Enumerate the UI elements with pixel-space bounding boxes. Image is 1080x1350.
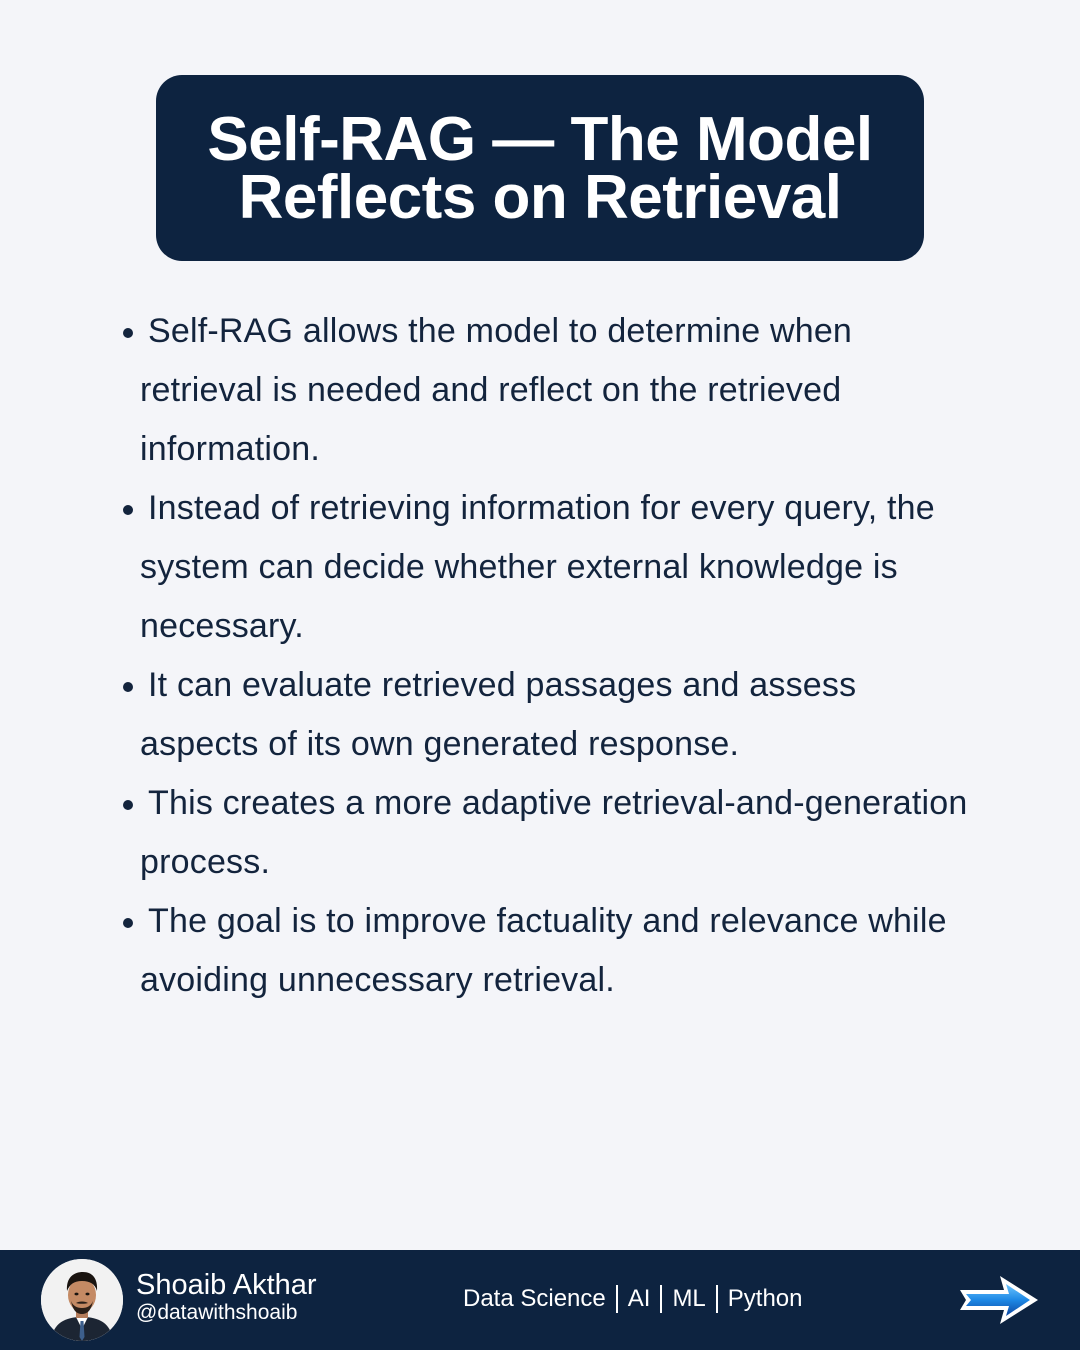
author-handle: @datawithshoaib [136, 1301, 298, 1324]
list-item: The goal is to improve factuality and re… [0, 892, 1080, 1010]
tag-ml: ML [672, 1285, 706, 1312]
list-item: Instead of retrieving information for ev… [0, 479, 1080, 656]
tag-separator [715, 1285, 718, 1313]
tag-separator [660, 1285, 663, 1313]
avatar [41, 1259, 123, 1341]
tag-separator [615, 1285, 618, 1313]
list-item: It can evaluate retrieved passages and a… [0, 656, 1080, 774]
bullet-dot-icon [123, 918, 133, 928]
bullet-text: Self-RAG allows the model to determine w… [140, 312, 853, 468]
next-slide-button[interactable] [956, 1272, 1040, 1328]
list-item: Self-RAG allows the model to determine w… [0, 302, 1080, 479]
tag-ai: AI [627, 1285, 651, 1312]
bullet-dot-icon [123, 505, 133, 515]
title-line-2: Reflects on Retrieval [238, 163, 842, 232]
tag-python: Python [727, 1285, 803, 1312]
bullet-dot-icon [123, 328, 133, 338]
title-line-1: Self-RAG — The Model [207, 105, 873, 174]
author-name: Shoaib Akthar [136, 1269, 317, 1301]
tag-data-science: Data Science [463, 1285, 606, 1312]
topic-tags: Data Science AI ML Python [463, 1282, 803, 1316]
bullet-list: Self-RAG allows the model to determine w… [0, 302, 1080, 1010]
bullet-dot-icon [123, 682, 133, 692]
bullet-text: The goal is to improve factuality and re… [140, 902, 947, 999]
bullet-text: It can evaluate retrieved passages and a… [140, 666, 857, 763]
list-item: This creates a more adaptive retrieval-a… [0, 774, 1080, 892]
bullet-text: Instead of retrieving information for ev… [140, 489, 935, 645]
bullet-dot-icon [123, 800, 133, 810]
person-avatar-icon [41, 1259, 123, 1341]
bullet-text: This creates a more adaptive retrieval-a… [140, 784, 968, 881]
footer-bar: Shoaib Akthar @datawithshoaib Data Scien… [0, 1250, 1080, 1350]
arrow-right-icon [960, 1276, 1038, 1324]
title-banner: Self-RAG — The Model Reflects on Retriev… [156, 75, 924, 261]
